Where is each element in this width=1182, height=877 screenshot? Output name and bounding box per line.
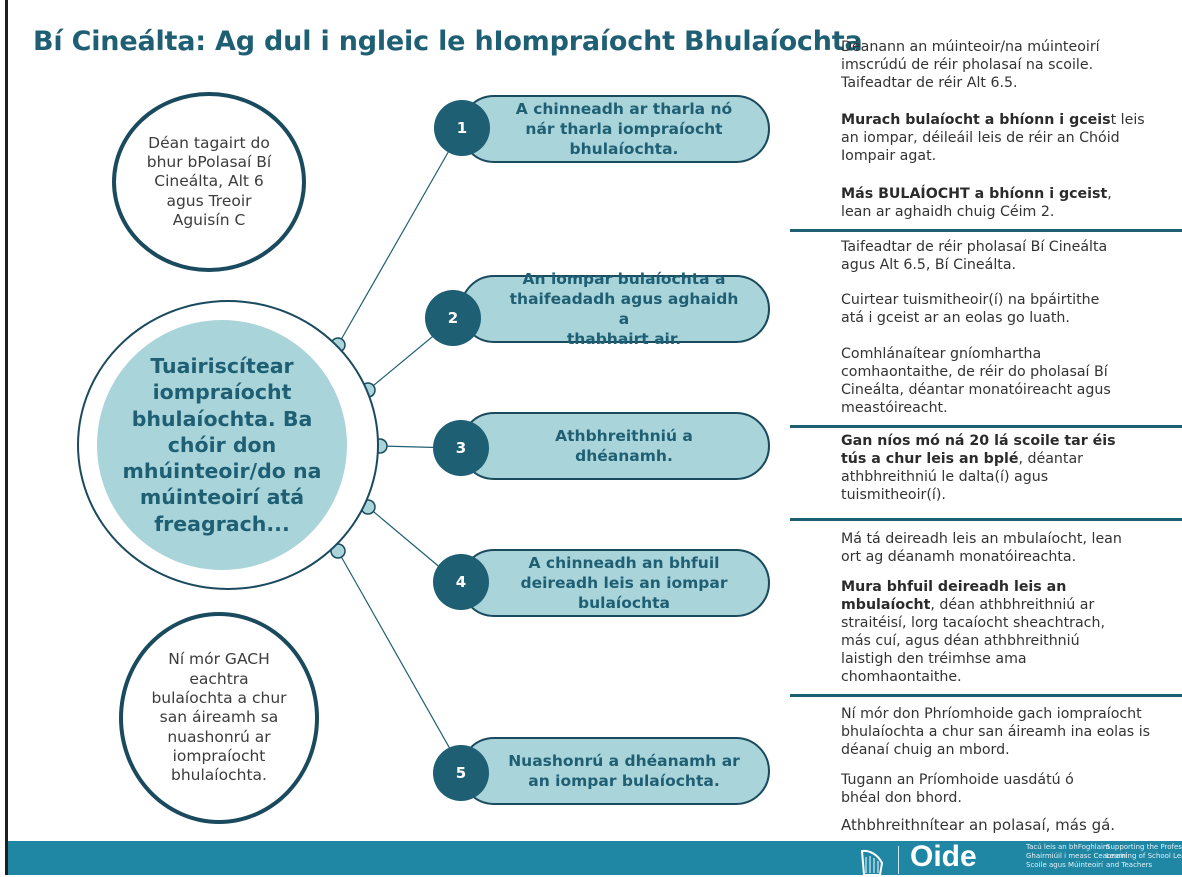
step-5-badge: 5 (433, 745, 489, 801)
step-3-badge: 3 (433, 420, 489, 476)
footer-bar: Oide Tacú leis an bhFoghlaim Ghairmiúil … (8, 840, 1182, 876)
step-4-box: A chinneadh an bhfuil deireadh leis an i… (460, 549, 770, 617)
step-3-text: Athbhreithniú a dhéanamh. (555, 426, 693, 465)
step-3-box: Athbhreithniú a dhéanamh. (460, 412, 770, 480)
footer-tagline-irish: Tacú leis an bhFoghlaim Ghairmiúil i mea… (1026, 843, 1127, 869)
step-1-badge: 1 (434, 100, 490, 156)
policy-reference-circle: Déan tagairt do bhur bPolasaí Bí Cineált… (112, 92, 306, 272)
page-title: Bí Cineálta: Ag dul i ngleic le hIompraí… (33, 26, 863, 57)
step-4-badge: 4 (433, 554, 489, 610)
connector-line-5 (337, 550, 463, 771)
divider-4 (790, 694, 1182, 697)
step-1-box: A chinneadh ar tharla nó nár tharla iomp… (460, 95, 770, 163)
divider-3 (790, 518, 1182, 521)
main-circle: Tuairiscítear iompraíocht bhulaíochta. B… (97, 320, 347, 570)
step-4-text: A chinneadh an bhfuil deireadh leis an i… (520, 553, 728, 613)
policy-reference-text: Déan tagairt do bhur bPolasaí Bí Cineált… (146, 133, 272, 230)
step-5-box: Nuashonrú a dhéanamh ar an iompar bulaío… (460, 737, 770, 805)
step-1-text: A chinneadh ar tharla nó nár tharla iomp… (515, 99, 733, 159)
footer-tagline-english: Supporting the Professional Learning of … (1106, 843, 1182, 869)
step-2-text: An iompar bulaíochta a thaifeadadh agus … (509, 269, 739, 349)
connector-line-1 (337, 127, 463, 346)
main-circle-text: Tuairiscítear iompraíocht bhulaíochta. B… (122, 354, 322, 536)
step-2-badge: 2 (425, 290, 481, 346)
logo-separator (898, 846, 899, 874)
record-all-incidents-circle: Ní mór GACH eachtra bulaíochta a chur sa… (119, 612, 319, 824)
left-margin-rule (5, 0, 8, 875)
oide-logo-text: Oide (910, 840, 977, 873)
divider-1 (790, 229, 1182, 232)
step-5-note-policy-review: Athbhreithnítear an polasaí, más gá. (841, 816, 1116, 834)
step-1-note-is-bullying: Más BULAÍOCHT a bhíonn i gceist,lean ar … (841, 186, 1112, 221)
step-2-box: An iompar bulaíochta a thaifeadadh agus … (460, 270, 770, 348)
step-5-text: Nuashonrú a dhéanamh ar an iompar bulaío… (508, 751, 740, 790)
record-all-incidents-text: Ní mór GACH eachtra bulaíochta a chur sa… (151, 650, 287, 785)
harp-icon (860, 849, 884, 876)
divider-2 (790, 425, 1182, 428)
